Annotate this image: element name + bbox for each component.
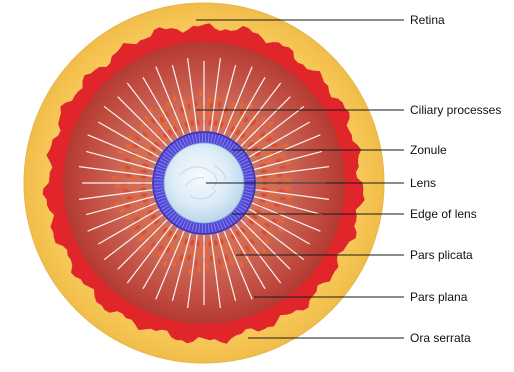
label-ora-serrata: Ora serrata	[410, 331, 471, 345]
label-lens: Lens	[410, 176, 436, 190]
label-pars-plicata: Pars plicata	[410, 248, 473, 262]
label-edge-of-lens: Edge of lens	[410, 207, 477, 221]
labels: Retina Ciliary processes Zonule Lens Edg…	[410, 13, 501, 345]
label-pars-plana: Pars plana	[410, 290, 468, 304]
label-zonule: Zonule	[410, 143, 447, 157]
label-retina: Retina	[410, 13, 445, 27]
label-ciliary-processes: Ciliary processes	[410, 103, 501, 117]
